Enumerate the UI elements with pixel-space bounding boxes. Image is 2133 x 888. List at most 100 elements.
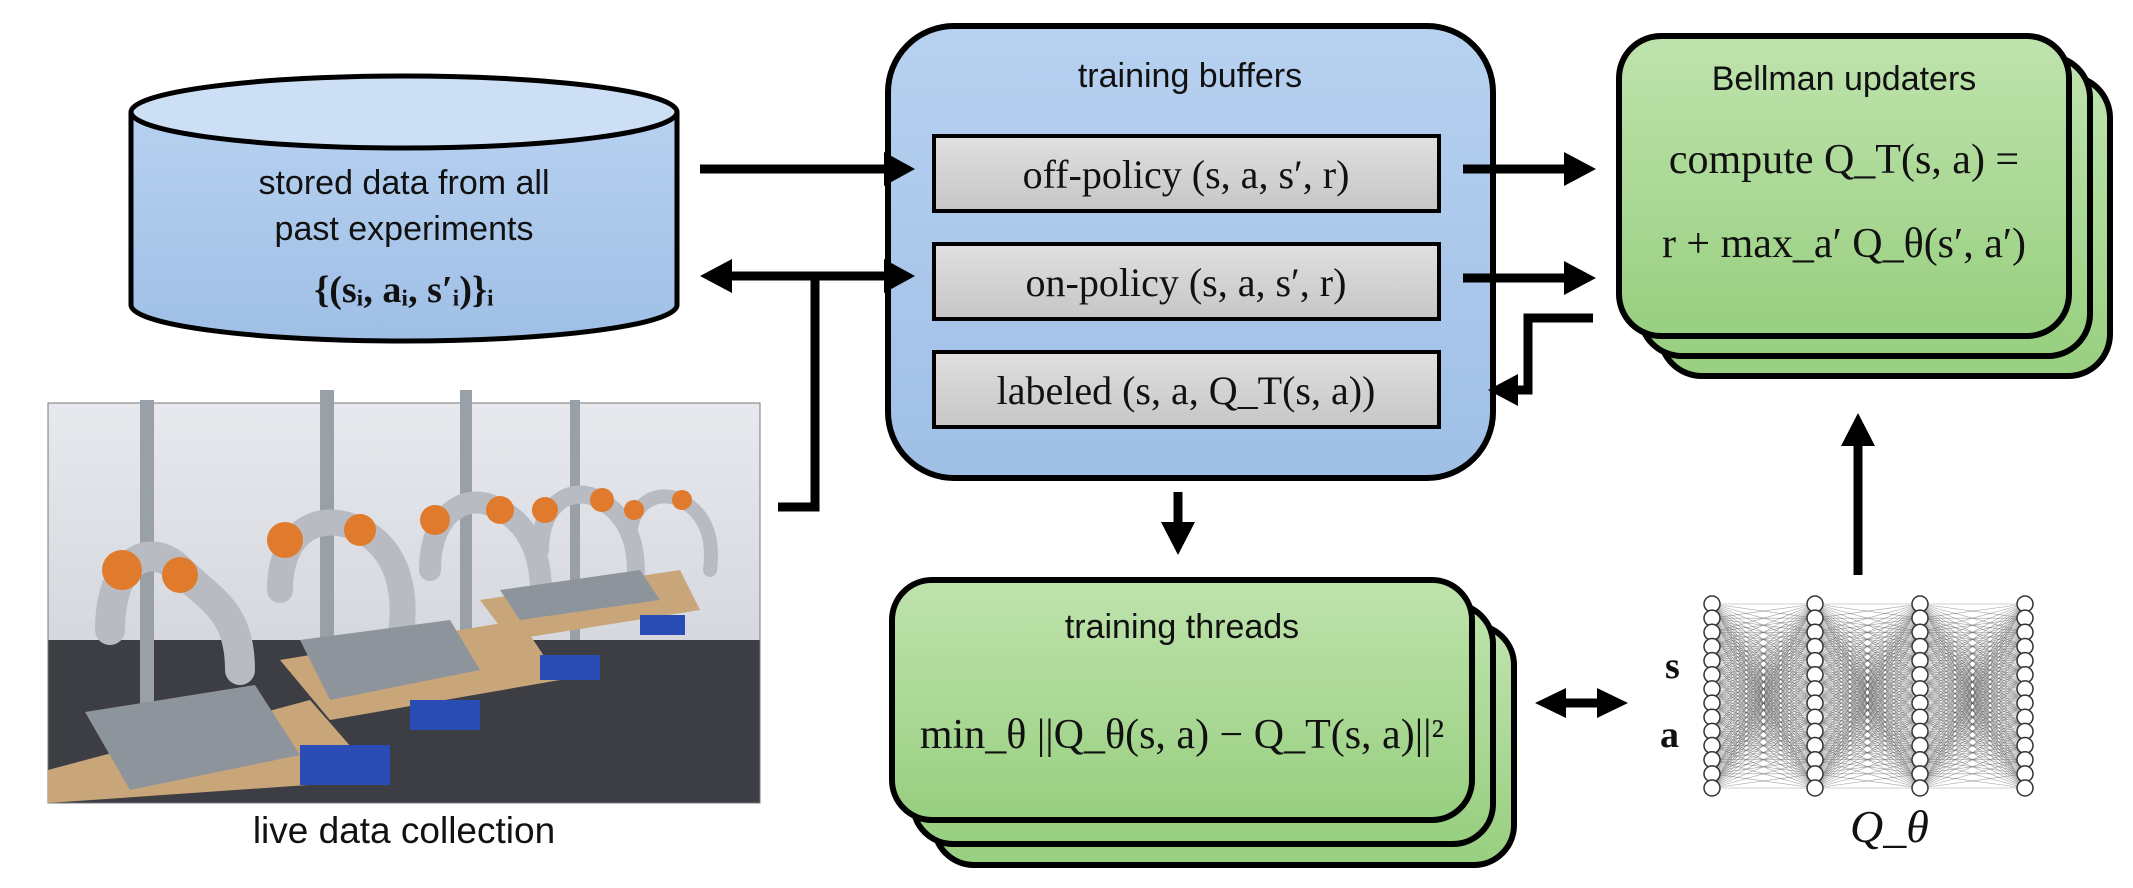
training-threads-formula: min_θ ||Q_θ(s, a) − Q_T(s, a)||² xyxy=(920,712,1444,758)
bellman-title: Bellman updaters xyxy=(1712,60,1977,98)
network-edge xyxy=(1919,603,2026,746)
network-edge xyxy=(1711,731,1816,789)
robot-arms xyxy=(95,390,718,720)
q-network xyxy=(1703,595,2034,797)
stored-data-line1: stored data from all xyxy=(258,164,549,202)
network-edge xyxy=(1711,688,1816,789)
network-edge xyxy=(1814,745,1921,789)
network-edge xyxy=(1919,674,2026,789)
network-edge xyxy=(1919,603,2026,775)
network-edge xyxy=(1919,603,2026,619)
network-edge xyxy=(1919,745,2026,789)
network-edge xyxy=(1711,773,1816,789)
training-buffers-title: training buffers xyxy=(1078,57,1302,95)
photo-caption: live data collection xyxy=(252,810,556,851)
network-edge xyxy=(1919,632,2026,789)
arrowhead-stored xyxy=(700,259,732,293)
network-edge xyxy=(1711,632,1816,789)
network-edge xyxy=(1919,603,2026,633)
network-edge xyxy=(1711,603,1816,746)
network-edge xyxy=(1814,603,1921,704)
network-edge xyxy=(1919,702,2026,789)
robot-tables xyxy=(48,570,700,803)
network-edge xyxy=(1919,731,2026,789)
network-edge xyxy=(1814,716,1921,789)
network-edge xyxy=(1711,603,1816,732)
network-edge xyxy=(1711,603,1816,704)
network-edge xyxy=(1711,603,1816,647)
network-edge xyxy=(1711,702,1816,789)
network-edge xyxy=(1711,603,1816,690)
network-edge xyxy=(1711,674,1816,789)
network-edge xyxy=(1814,603,1921,760)
network-edge xyxy=(1814,617,1921,789)
arrowhead-bellman-2 xyxy=(1564,261,1596,295)
network-edge xyxy=(1919,603,2026,647)
network-edge xyxy=(1919,603,2026,661)
network-edge xyxy=(1711,617,1816,789)
labeled-label: labeled (s, a, Q_T(s, a)) xyxy=(997,368,1376,413)
network-edge xyxy=(1919,603,2026,760)
network-edge xyxy=(1711,603,1816,633)
network-edge xyxy=(1814,603,1921,647)
network-node xyxy=(1806,779,1824,797)
network-edge xyxy=(1919,603,2026,676)
network-input-a: a xyxy=(1660,714,1679,756)
network-edge xyxy=(1711,603,1816,775)
stored-data-cylinder: stored data from all past experiments {(… xyxy=(128,73,680,344)
network-edge xyxy=(1814,702,1921,789)
network-node xyxy=(1703,779,1721,797)
network-edge xyxy=(1814,632,1921,789)
network-edge xyxy=(1711,716,1816,789)
network-edge xyxy=(1814,603,1921,661)
network-edge xyxy=(1919,603,2026,704)
network-edge xyxy=(1711,603,1816,789)
network-edge xyxy=(1814,731,1921,789)
bellman-updaters-stack: Bellman updaters compute Q_T(s, a) = r +… xyxy=(1616,33,2113,379)
network-edge xyxy=(1814,603,1921,690)
network-edge xyxy=(1919,716,2026,789)
network-edge xyxy=(1711,603,1816,718)
network-edge xyxy=(1814,759,1921,789)
on-policy-label: on-policy (s, a, s′, r) xyxy=(1026,260,1347,305)
network-edge xyxy=(1919,646,2026,789)
arrowhead-threads xyxy=(1161,522,1195,555)
network-edge xyxy=(1711,603,1816,619)
network-edge xyxy=(1919,603,2026,690)
network-edge xyxy=(1711,660,1816,789)
network-label: Q_θ xyxy=(1850,801,1929,852)
network-edge xyxy=(1919,759,2026,789)
robot-photo xyxy=(47,390,761,804)
arrowhead-offpolicy xyxy=(884,152,915,186)
network-edge xyxy=(1711,603,1816,661)
network-input-s: s xyxy=(1665,645,1680,687)
network-edge xyxy=(1814,603,1921,633)
network-edge xyxy=(1814,603,1921,775)
network-edge xyxy=(1711,603,1816,760)
arrowhead-labeled xyxy=(1488,374,1518,406)
arrowhead-left xyxy=(1535,688,1566,718)
network-edge xyxy=(1919,660,2026,789)
network-edge xyxy=(1814,603,1921,746)
network-edge xyxy=(1711,759,1816,789)
network-edge xyxy=(1814,660,1921,789)
arrowhead-network-up xyxy=(1841,413,1875,446)
network-edge xyxy=(1814,773,1921,789)
arrowhead-right xyxy=(1597,688,1628,718)
network-edge xyxy=(1919,603,2026,732)
training-buffers-panel: training buffers off-policy (s, a, s′, r… xyxy=(885,23,1496,481)
network-edge xyxy=(1814,603,1921,732)
network-edge xyxy=(1814,603,1921,676)
arrowheads xyxy=(700,152,1875,718)
photo-connector xyxy=(778,276,820,512)
on-policy-buffer xyxy=(932,242,1441,321)
network-edge xyxy=(1711,646,1816,789)
network-edge xyxy=(1814,688,1921,789)
network-node xyxy=(1911,779,1929,797)
off-policy-buffer xyxy=(932,134,1441,213)
training-threads-stack: training threads min_θ ||Q_θ(s, a) − Q_T… xyxy=(889,577,1517,868)
stored-data-line2: past experiments xyxy=(275,210,534,248)
bellman-line2: r + max_a′ Q_θ(s′, a′) xyxy=(1662,221,2026,267)
network-edge xyxy=(1814,603,1921,619)
